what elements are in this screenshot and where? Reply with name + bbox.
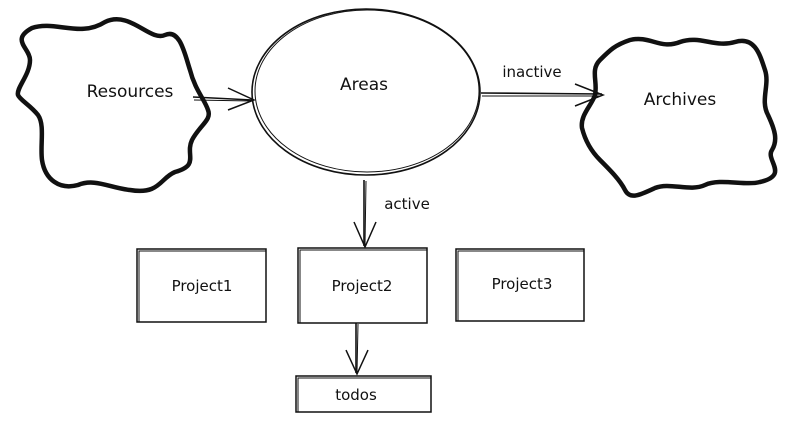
archives-label: Archives <box>644 90 717 110</box>
project2-label: Project2 <box>332 277 393 295</box>
todos-label: todos <box>335 386 377 404</box>
arrowhead-icon <box>345 349 369 376</box>
arrowhead-icon <box>227 87 256 111</box>
project1-node: Project1 <box>136 248 267 323</box>
edge-resources-areas <box>192 87 256 111</box>
resources-blob-shape <box>15 17 212 194</box>
areas-ellipse-sketch <box>254 9 480 173</box>
project3-node: Project3 <box>455 248 585 322</box>
resources-label: Resources <box>87 82 174 102</box>
archives-node: Archives <box>579 36 778 198</box>
areas-label: Areas <box>340 75 388 95</box>
areas-node: Areas <box>251 8 481 176</box>
arrowhead-icon <box>353 221 377 249</box>
todos-node: todos <box>295 375 432 413</box>
edge-areas-archives: inactive <box>480 63 606 107</box>
resources-node: Resources <box>15 17 212 194</box>
edge-areas-project2: active <box>353 180 430 249</box>
edge-project2-todos <box>345 323 369 376</box>
project1-label: Project1 <box>172 277 233 295</box>
arrowhead-icon <box>574 83 606 107</box>
archives-blob-shape <box>579 36 778 198</box>
areas-ellipse <box>251 8 481 176</box>
edge-label-inactive: inactive <box>502 63 561 81</box>
edge-label-active: active <box>384 195 430 213</box>
project3-label: Project3 <box>492 275 553 293</box>
project2-node: Project2 <box>297 247 428 324</box>
